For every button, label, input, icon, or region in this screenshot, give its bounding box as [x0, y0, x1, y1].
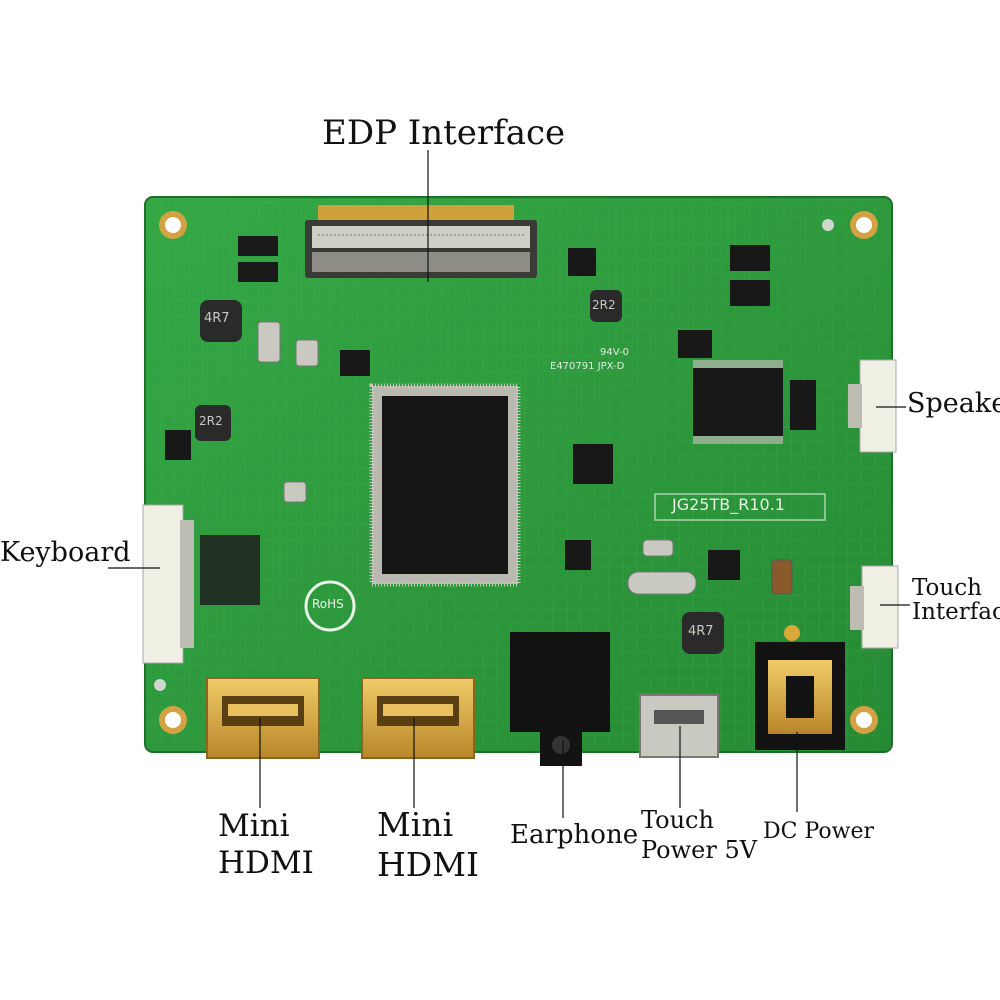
chip-mark-3: 2R2 [199, 414, 223, 428]
touch-power-label: Touch Power 5V [641, 805, 757, 865]
touch-power-line1: Touch [641, 806, 714, 834]
chip-mark-2: 2R2 [592, 298, 616, 312]
mini-hdmi-1-label: Mini HDMI [218, 808, 314, 882]
inductors [195, 236, 724, 654]
touch-interface-line1: Touch [912, 575, 982, 601]
ul-number-text: E470791 JPX-D [550, 361, 625, 372]
dc-power-jack [755, 625, 845, 750]
keyboard-label: Keyboard [0, 537, 131, 568]
board-model-label: JG25TB_R10.1 [672, 495, 785, 514]
touch-interface-label: Touch Interface [912, 576, 1000, 624]
mini-hdmi-port-2 [361, 677, 475, 759]
edp-connector [305, 220, 537, 278]
keyboard-connector [142, 504, 194, 664]
rohs-logo [304, 580, 356, 632]
chip-mark-1: 4R7 [204, 311, 230, 326]
rohs-text: RoHS [312, 597, 344, 611]
earphone-label: Earphone [510, 820, 639, 850]
mini-hdmi-2-line1: Mini [377, 805, 454, 844]
mini-hdmi-2-line2: HDMI [377, 844, 480, 884]
touch-interface-line2: Interface [912, 599, 1000, 626]
crystals [257, 321, 793, 595]
micro-usb-port [639, 694, 719, 758]
earphone-jack [510, 632, 610, 766]
mini-hdmi-2-label: Mini HDMI [377, 805, 479, 884]
dc-power-label: DC Power [763, 819, 874, 844]
speaker-label: Speaker [907, 388, 1000, 419]
main-chip [369, 383, 521, 587]
touch-power-line2: Power 5V [641, 836, 758, 864]
edp-interface-label: EDP Interface [322, 113, 566, 153]
mounting-holes [154, 211, 878, 734]
mini-hdmi-1-line2: HDMI [218, 845, 314, 882]
touch-connector [850, 565, 899, 649]
mini-hdmi-1-line1: Mini [218, 808, 290, 844]
speaker-connector [848, 359, 897, 453]
small-ics [165, 245, 816, 605]
ul-rating-text: 94V-0 [600, 347, 629, 358]
chip-mark-4: 4R7 [688, 624, 714, 639]
mini-hdmi-port-1 [206, 677, 320, 759]
